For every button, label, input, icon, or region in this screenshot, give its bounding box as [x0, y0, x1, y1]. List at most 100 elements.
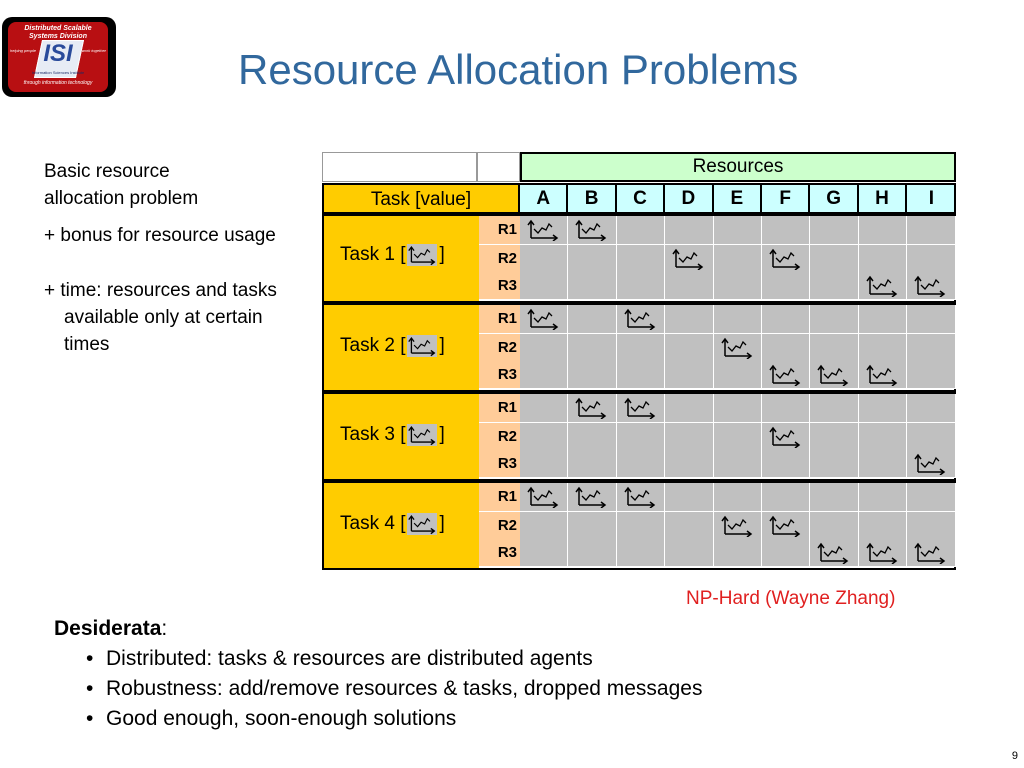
- utility-curve-icon: [768, 426, 802, 448]
- column-header-c: C: [617, 185, 666, 212]
- logo-top-text: Distributed Scalable Systems Division: [8, 25, 108, 41]
- task-cell: Task 2 []: [324, 305, 479, 390]
- resource-row-label: R1: [479, 305, 520, 334]
- allocation-cell: [520, 245, 569, 274]
- allocation-cell: [713, 305, 762, 334]
- allocation-cell: [713, 539, 762, 567]
- resource-row-label: R2: [479, 423, 520, 452]
- allocation-cell: [762, 512, 811, 541]
- page-number: 9: [1011, 750, 1018, 762]
- allocation-cell: [810, 423, 859, 452]
- allocation-cell: [810, 394, 859, 423]
- allocation-cell: [810, 483, 859, 512]
- allocation-cell: [713, 361, 762, 389]
- allocation-cell: [858, 216, 908, 245]
- allocation-cell: [616, 539, 666, 567]
- allocation-cell: [907, 450, 956, 478]
- column-header-f: F: [762, 185, 811, 212]
- resource-row-label: R3: [479, 539, 520, 567]
- allocation-cell: [907, 216, 956, 245]
- allocation-cell: [907, 245, 956, 274]
- allocation-cell: [810, 450, 859, 478]
- allocation-cell: [858, 450, 908, 478]
- allocation-cell: [665, 245, 714, 274]
- desiderata-heading: Desiderata:: [54, 614, 702, 644]
- utility-curve-icon: [720, 337, 754, 359]
- blank-header-cell: [322, 152, 477, 182]
- allocation-cell: [665, 483, 714, 512]
- allocation-cell: [713, 483, 762, 512]
- utility-curve-icon: [913, 275, 947, 297]
- allocation-cell: [907, 272, 956, 300]
- utility-curve-icon: [574, 486, 608, 508]
- utility-curve-icon: [768, 248, 802, 270]
- allocation-cell: [616, 216, 666, 245]
- slide-title: Resource Allocation Problems: [238, 46, 799, 93]
- allocation-cell: [762, 423, 811, 452]
- allocation-cell: [568, 450, 617, 478]
- allocation-cell: [810, 361, 859, 389]
- task-label-suffix: ]: [439, 244, 445, 266]
- logo-bottom-text: through information technology: [23, 80, 93, 86]
- desiderata-item: Good enough, soon-enough solutions: [54, 704, 702, 734]
- allocation-cell: [520, 394, 569, 423]
- column-header-i: I: [928, 188, 935, 209]
- utility-curve-icon: [407, 424, 438, 446]
- resource-row-label: R3: [479, 450, 520, 478]
- allocation-cell: [520, 334, 569, 363]
- allocation-cell: [616, 334, 666, 363]
- allocation-cell: [665, 450, 714, 478]
- allocation-cell: [762, 394, 811, 423]
- allocation-cell: [520, 539, 569, 567]
- utility-curve-icon: [623, 308, 657, 330]
- logo-left-text: helping people: [10, 48, 37, 53]
- allocation-cell: [907, 394, 956, 423]
- utility-curve-icon: [816, 364, 850, 386]
- task-label: Task 2 []: [340, 335, 445, 357]
- utility-curve-icon: [913, 453, 947, 475]
- resource-row-label: R3: [479, 361, 520, 389]
- allocation-cell: [616, 305, 666, 334]
- utility-curve-icon: [816, 542, 850, 564]
- allocation-cell: [616, 245, 666, 274]
- utility-curve-icon: [407, 335, 438, 357]
- allocation-cell: [568, 245, 617, 274]
- logo-right-text: work together: [81, 48, 106, 53]
- allocation-cell: [762, 450, 811, 478]
- allocation-cell: [520, 216, 569, 245]
- resource-row-label: R1: [479, 394, 520, 423]
- logo-top-line-1: Distributed Scalable: [24, 25, 92, 32]
- desiderata-item-text: tasks & resources are distributed agents: [212, 647, 593, 670]
- allocation-cell: [713, 334, 762, 363]
- allocation-cell: [810, 334, 859, 363]
- allocation-cell: [858, 423, 908, 452]
- note-bonus: + bonus for resource usage: [44, 225, 276, 246]
- utility-curve-icon: [720, 515, 754, 537]
- desiderata-item: Distributed: tasks & resources are distr…: [54, 644, 702, 674]
- utility-curve-icon: [768, 515, 802, 537]
- allocation-cell: [858, 334, 908, 363]
- desiderata-item: Robustness: add/remove resources & tasks…: [54, 674, 702, 704]
- note-time: + time: resources and tasks available on…: [44, 280, 277, 355]
- allocation-cell: [568, 512, 617, 541]
- task-label-prefix: Task 2 [: [340, 335, 406, 357]
- column-header-e: E: [714, 185, 762, 212]
- allocation-cell: [616, 512, 666, 541]
- allocation-cell: [520, 512, 569, 541]
- isi-logo: Distributed Scalable Systems Division IS…: [2, 17, 116, 97]
- task-label-prefix: Task 3 [: [340, 424, 406, 446]
- logo-badge: Distributed Scalable Systems Division IS…: [8, 22, 108, 92]
- logo-sub-text: Information Sciences Institute: [31, 70, 85, 75]
- allocation-cell: [616, 361, 666, 389]
- allocation-cell: [713, 512, 762, 541]
- allocation-cell: [665, 539, 714, 567]
- allocation-cell: [568, 361, 617, 389]
- allocation-cell: [520, 361, 569, 389]
- allocation-cell: [665, 423, 714, 452]
- allocation-cell: [568, 483, 617, 512]
- logo-top-line-2: Systems Division: [29, 33, 87, 40]
- desiderata-list: Distributed: tasks & resources are distr…: [54, 644, 702, 734]
- allocation-cell: [907, 512, 956, 541]
